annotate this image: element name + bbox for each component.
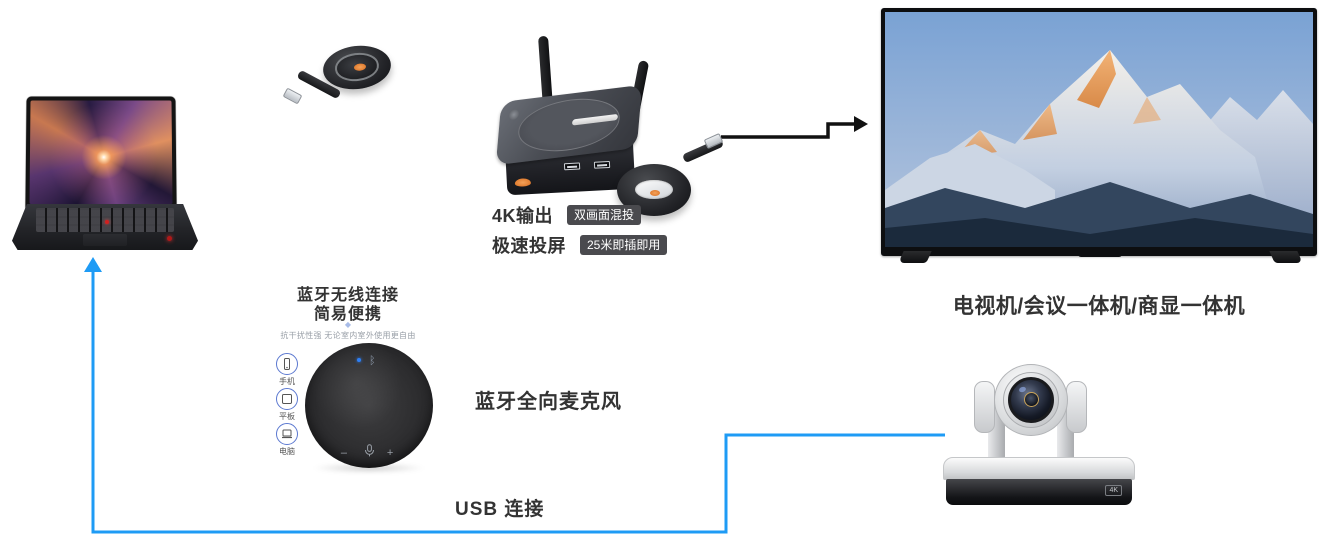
dongle-face-plate (634, 179, 674, 200)
video-output-arrow-line (721, 122, 856, 139)
volume-up-icon: + (386, 447, 394, 460)
usb-port (563, 162, 581, 171)
device-item-phone: 手机 (267, 353, 307, 387)
device-label: 手机 (279, 377, 295, 386)
volume-down-icon: – (340, 447, 347, 460)
laptop-trackpad (82, 234, 128, 247)
video-output-arrowhead-icon (854, 116, 868, 132)
device-item-computer: 电脑 (267, 423, 307, 457)
phone-icon (276, 353, 298, 375)
laptop-screen (25, 96, 177, 209)
tv-display (881, 8, 1317, 256)
mic-subtext: 抗干扰性强 无论室内室外使用更自由 (280, 331, 416, 340)
bluetooth-speakerphone: ᛒ – + (305, 343, 433, 468)
diamond-icon: ◆ (344, 320, 352, 329)
wireless-dongle-paired (617, 164, 691, 216)
transmitter-logo-icon (514, 178, 532, 187)
camera-base (943, 457, 1135, 480)
camera-lens (1008, 377, 1054, 423)
tv-screen-image (885, 12, 1313, 247)
mic-product-label: 蓝牙全向麦克风 (475, 391, 622, 413)
dongle-logo-icon (649, 190, 660, 196)
transmitter-features: 4K输出 双画面混投 极速投屏 25米即插即用 (492, 202, 668, 258)
lens-core (1024, 392, 1039, 407)
transmitter-top-circle (516, 93, 622, 157)
tablet-icon (276, 388, 298, 410)
computer-icon (276, 423, 298, 445)
camera-4k-badge: 4K (1105, 485, 1122, 496)
device-label: 电脑 (279, 447, 295, 456)
device-item-tablet: 平板 (267, 388, 307, 422)
bluetooth-led (357, 358, 362, 362)
tv-foot-left (898, 251, 932, 263)
feature-badge-range: 25米即插即用 (580, 235, 668, 255)
feature-badge-dual-view: 双画面混投 (567, 205, 642, 225)
usb-port (593, 160, 611, 169)
mic-heading-line2: 简易便携 (313, 306, 382, 323)
tv-foot-right (1269, 251, 1303, 263)
camera-base-front: 4K (946, 479, 1132, 505)
transmitter-power-button (508, 108, 519, 121)
device-label: 平板 (279, 412, 295, 421)
mountain-wallpaper (885, 12, 1313, 247)
camera-hinge-right (1066, 381, 1087, 433)
feature-line-2: 极速投屏 (492, 236, 566, 256)
laptop-keyboard (36, 208, 174, 233)
speaker-shadow (312, 463, 426, 473)
laptop-wallpaper-swirl (29, 100, 173, 205)
dongle-usb-plug (282, 87, 303, 105)
usb-connection-label: USB 连接 (455, 499, 545, 520)
laptop-logo-led (166, 236, 172, 242)
trackpoint-dot (105, 219, 109, 224)
camera-hinge-left (974, 381, 995, 433)
feature-line-1: 4K输出 (492, 206, 554, 226)
ptz-camera-head (994, 364, 1068, 436)
mic-heading-line1: 蓝牙无线连接 (296, 287, 399, 304)
camera-lens-ring (1003, 372, 1059, 428)
tv-center-chin (1078, 252, 1122, 257)
lens-glint (1018, 385, 1027, 394)
usb-arrowhead-icon (84, 257, 102, 272)
display-label: 电视机/会议一体机/商显一体机 (952, 295, 1246, 318)
laptop-base (12, 204, 198, 250)
mic-heading: 蓝牙无线连接 简易便携 (272, 286, 424, 324)
bluetooth-icon: ᛒ (369, 354, 376, 368)
mute-mic-icon (364, 444, 375, 462)
